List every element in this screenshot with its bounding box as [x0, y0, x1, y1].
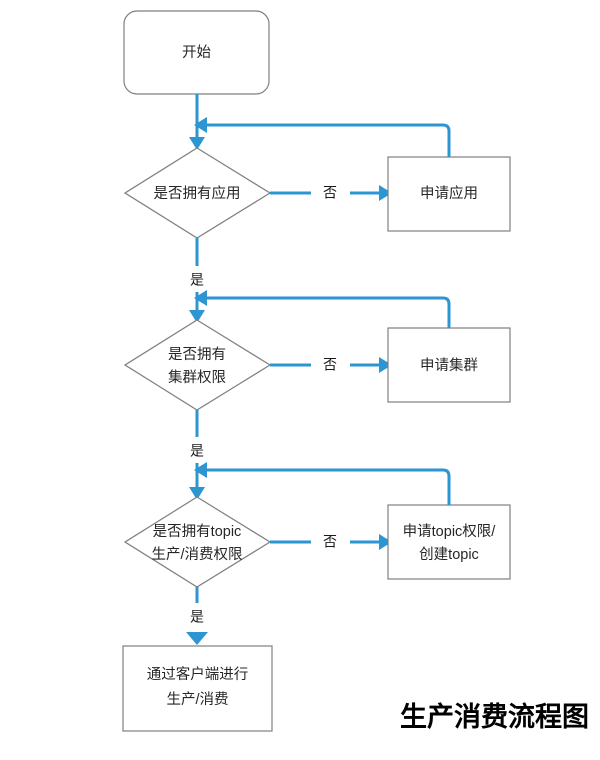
process-cluster-label: 申请集群 [420, 357, 478, 374]
arrowhead-left-icon [194, 462, 207, 478]
edge-line-segment [206, 296, 451, 328]
edge-process-topic-feedback [194, 462, 451, 505]
node-end[interactable]: 通过客户端进行 生产/消费 [122, 645, 273, 732]
node-decision-topic[interactable]: 是否拥有topic 生产/消费权限 [123, 496, 272, 588]
decision-topic-label-line1: 是否拥有topic [153, 523, 242, 540]
edge-decision-cluster-yes: 是 [189, 410, 205, 500]
process-topic-label-line2: 创建topic [419, 546, 479, 563]
start-label: 开始 [182, 44, 211, 61]
arrowhead-down-icon [189, 487, 205, 500]
edge-decision-topic-yes: 是 [186, 587, 208, 645]
arrowhead-down-icon [189, 310, 205, 323]
edge-decision-topic-no: 否 [270, 534, 392, 550]
arrowhead-down-icon [189, 137, 205, 150]
decision-topic-label-line2: 生产/消费权限 [151, 546, 242, 563]
decision-cluster-shape [123, 319, 272, 411]
edge-process-app-feedback [194, 117, 451, 157]
edge-decision-app-no: 否 [270, 185, 392, 201]
node-process-cluster[interactable]: 申请集群 [387, 327, 511, 403]
process-cluster-shape [387, 327, 511, 403]
arrowhead-right-icon [379, 534, 392, 550]
node-start[interactable]: 开始 [123, 10, 270, 95]
decision-app-label: 是否拥有应用 [154, 184, 241, 202]
edge-line-segment [206, 123, 451, 157]
edge-line-segment [206, 468, 451, 505]
process-app-label: 申请应用 [420, 184, 478, 202]
process-topic-label-line1: 申请topic权限/ [403, 523, 497, 540]
edge-start-to-decision-app [189, 94, 205, 150]
arrowhead-left-icon [194, 290, 207, 306]
decision-cluster-label-line2: 集群权限 [168, 369, 226, 386]
edge-decision-cluster-no: 否 [270, 357, 392, 373]
edge-decision-app-yes: 是 [189, 238, 205, 323]
edge-label-no-cluster: 否 [323, 357, 337, 373]
decision-topic-shape [123, 496, 272, 588]
arrowhead-down-icon [186, 632, 208, 645]
edge-process-cluster-feedback [194, 290, 451, 328]
arrowhead-left-icon [194, 117, 207, 133]
end-label-line2: 生产/消费 [166, 691, 228, 708]
diagram-caption: 生产消费流程图 [400, 702, 589, 732]
node-process-topic[interactable]: 申请topic权限/ 创建topic [387, 504, 511, 580]
node-decision-cluster[interactable]: 是否拥有 集群权限 [123, 319, 272, 411]
arrowhead-right-icon [379, 357, 392, 373]
arrowhead-right-icon [379, 185, 392, 201]
end-label-line1: 通过客户端进行 [147, 666, 249, 683]
edge-label-no-topic: 否 [323, 534, 337, 550]
node-process-app[interactable]: 申请应用 [387, 156, 511, 232]
edge-label-yes-topic: 是 [190, 609, 204, 625]
process-topic-shape [387, 504, 511, 580]
node-decision-app[interactable]: 是否拥有应用 [123, 147, 272, 239]
edge-label-no-app: 否 [323, 185, 337, 201]
decision-cluster-label-line1: 是否拥有 [168, 346, 226, 363]
edge-label-yes-cluster: 是 [190, 443, 204, 459]
edge-label-yes-app: 是 [190, 272, 204, 288]
end-shape [122, 645, 273, 732]
